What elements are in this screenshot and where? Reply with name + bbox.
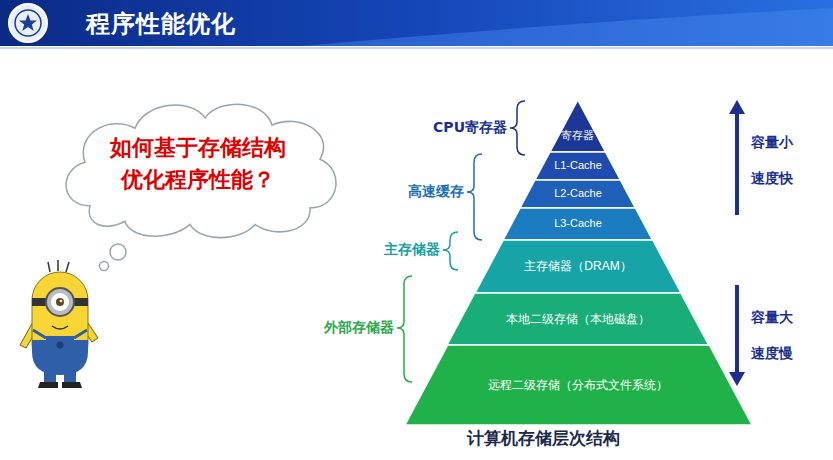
pyramid-band: 本地二级存储（本地磁盘） <box>447 293 709 345</box>
header-bar <box>0 0 833 46</box>
pyramid-band: L3-Cache <box>503 208 652 240</box>
trend-label: 速度快 <box>751 170 793 188</box>
band-label: 本地二级存储（本地磁盘） <box>506 312 650 326</box>
bracket <box>397 276 412 382</box>
down-arrow <box>729 285 745 386</box>
thought-cloud: 如何基于存储结构 优化程序性能？ <box>50 92 345 242</box>
school-logo <box>9 4 47 42</box>
bracket <box>443 232 458 270</box>
slide-title: 程序性能优化 <box>86 8 236 40</box>
band-shape <box>550 100 606 152</box>
level-label: 外部存储器 <box>324 319 394 337</box>
header-rule <box>0 47 833 49</box>
pyramid-band: 远程二级存储（分布式文件系统） <box>405 345 752 425</box>
pyramid-band: L2-Cache <box>520 180 635 208</box>
level-label: CPU寄存器 <box>433 119 507 137</box>
band-label: L2-Cache <box>554 187 602 200</box>
thought-bubble <box>110 244 126 260</box>
up-arrow <box>729 100 745 215</box>
pyramid-band: 主存储器（DRAM） <box>475 240 681 293</box>
band-label: L3-Cache <box>554 217 602 230</box>
pyramid-band: 寄存器 <box>550 100 606 152</box>
trend-label: 容量小 <box>751 134 793 152</box>
pyramid-band: L1-Cache <box>535 152 620 180</box>
trend-label: 速度慢 <box>751 345 793 363</box>
band-label: 寄存器 <box>561 129 594 142</box>
band-label: 远程二级存储（分布式文件系统） <box>488 378 668 392</box>
minion-illustration <box>20 260 98 388</box>
band-label: L1-Cache <box>554 159 602 172</box>
level-label: 高速缓存 <box>408 183 464 201</box>
header-sheen <box>300 8 833 46</box>
bracket <box>467 154 482 240</box>
trend-label: 容量大 <box>751 309 793 327</box>
level-label: 主存储器 <box>384 241 440 259</box>
question-text: 如何基于存储结构 优化程序性能？ <box>106 132 290 196</box>
band-label: 主存储器（DRAM） <box>524 259 631 273</box>
thought-bubble <box>100 262 109 271</box>
caption: 计算机存储层次结构 <box>467 427 620 450</box>
bracket <box>510 101 525 155</box>
